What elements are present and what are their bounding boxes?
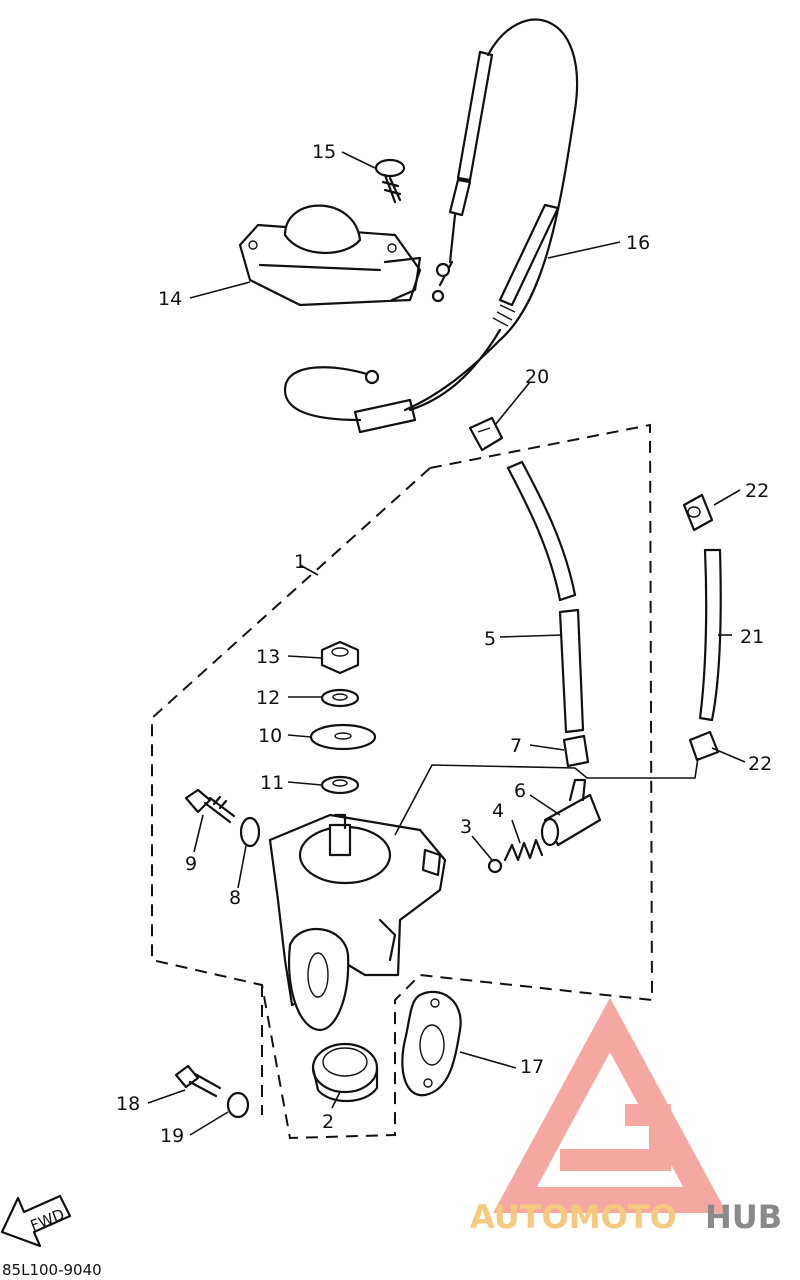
callout-5: 5 — [484, 628, 496, 650]
seal-2-icon — [311, 1042, 379, 1103]
washer-19-icon — [226, 1091, 250, 1119]
callouts: 1 2 3 4 5 6 7 8 9 10 11 12 13 14 15 16 1… — [116, 141, 772, 1147]
callout-15: 15 — [312, 141, 336, 163]
cover-14-icon — [238, 204, 422, 307]
callout-2: 2 — [322, 1111, 334, 1133]
clip-20-icon — [468, 416, 504, 452]
callout-4: 4 — [492, 800, 504, 822]
bolt-18-icon — [174, 1064, 222, 1098]
gasket-17-icon — [401, 990, 462, 1097]
washer-8-icon — [239, 816, 261, 848]
drawing-code: 85L100-9040 — [2, 1261, 102, 1279]
nut-13-icon — [320, 640, 360, 675]
clip-22-bottom-icon — [688, 730, 720, 762]
leader-lines — [147, 151, 746, 1136]
callout-10: 10 — [258, 725, 282, 747]
callout-11: 11 — [260, 772, 284, 794]
throttle-cable — [283, 18, 578, 434]
callout-9: 9 — [185, 853, 197, 875]
washer-12-icon — [320, 688, 360, 708]
callout-21: 21 — [740, 626, 764, 648]
disc-10-icon — [309, 723, 377, 751]
screw-15-icon — [374, 158, 406, 204]
callout-13: 13 — [256, 646, 280, 668]
connector-7-icon — [562, 734, 590, 768]
watermark-text-hub: HUB — [705, 1198, 782, 1236]
fitting-6-icon — [540, 778, 602, 847]
hose-5-icon — [506, 460, 585, 734]
routing-line — [394, 757, 699, 836]
watermark-text-automoto: AUTOMOTO — [470, 1198, 677, 1236]
callout-19: 19 — [160, 1125, 184, 1147]
oil-pump-body-icon — [268, 813, 447, 1032]
callout-1: 1 — [294, 551, 306, 573]
hose-21-icon — [698, 548, 722, 722]
callout-22-top: 22 — [745, 480, 769, 502]
watermark-logo-icon — [493, 997, 727, 1213]
callout-22-bottom: 22 — [748, 753, 772, 775]
callout-17: 17 — [520, 1056, 544, 1078]
callout-8: 8 — [229, 887, 241, 909]
assembly-outline — [151, 423, 654, 1140]
callout-6: 6 — [514, 780, 526, 802]
callout-12: 12 — [256, 687, 280, 709]
fwd-arrow-icon: FWD — [0, 1194, 72, 1248]
washer-11-icon — [320, 775, 360, 795]
callout-3: 3 — [460, 816, 472, 838]
callout-18: 18 — [116, 1093, 140, 1115]
callout-14: 14 — [158, 288, 182, 310]
watermark-text: AUTOMOTO HUB — [470, 1198, 782, 1236]
callout-7: 7 — [510, 735, 522, 757]
clip-22-top-icon — [682, 493, 714, 532]
callout-20: 20 — [525, 366, 549, 388]
ball-3-icon — [487, 858, 503, 874]
bolt-9-icon — [184, 788, 236, 824]
spring-4-icon — [503, 838, 544, 862]
callout-16: 16 — [626, 232, 650, 254]
